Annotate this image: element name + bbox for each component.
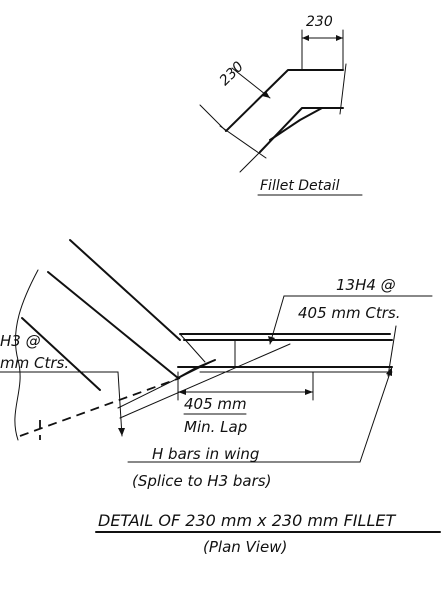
fillet-wall-inner (259, 107, 344, 153)
dim-left-line (231, 67, 271, 99)
fillet-detail-sketch: 230 230 Fillet Detail (199, 14, 363, 196)
wing-callout-line2: (Splice to H3 bars) (132, 472, 271, 490)
diagonal-wall-inner (21, 317, 101, 391)
callout-left-line1: H3 @ (0, 332, 41, 350)
dim-left-arrow (262, 91, 270, 98)
dim-left-label: 230 (217, 59, 247, 89)
corner-bar-diagonal (117, 359, 216, 409)
dim-top-arrow-left (302, 35, 309, 41)
fillet-break-line-left (219, 125, 267, 159)
lap-label-line1: 405 mm (184, 395, 247, 413)
callout-top-line2: 405 mm Ctrs. (298, 304, 401, 322)
lap-bar-diagonal (119, 343, 291, 419)
wing-callout-arrow (386, 367, 392, 376)
fillet-haunch (269, 107, 323, 141)
dim-left-ext-b (239, 151, 261, 173)
left-break-line (14, 269, 39, 441)
fillet-detail-caption: Fillet Detail (260, 178, 340, 194)
callout-left-arrow (118, 428, 125, 436)
main-fillet-detail: 13H4 @ 405 mm Ctrs. H3 @ mm Ctrs. 405 mm… (0, 239, 433, 490)
lap-label-line2: Min. Lap (184, 418, 247, 436)
lap-dim-arrow-right (305, 389, 313, 395)
fillet-break-line-right (339, 63, 347, 115)
wing-callout-leader (359, 366, 393, 463)
wall-joint-line (179, 333, 206, 363)
dim-top-arrow-right (336, 35, 343, 41)
right-break-line (387, 325, 397, 377)
drawing-title-block: DETAIL OF 230 mm x 230 mm FILLET (Plan V… (95, 511, 441, 556)
callout-top-line1: 13H4 @ (336, 276, 396, 294)
callout-top-arrow (268, 336, 275, 344)
wing-callout-line1: H bars in wing (152, 445, 259, 463)
fillet-wall-outer (225, 69, 344, 132)
lap-dim-arrow-left (178, 389, 186, 395)
diagonal-wall-mid (47, 271, 179, 379)
dim-left-ext-a (199, 104, 227, 132)
drawing-title: DETAIL OF 230 mm x 230 mm FILLET (98, 511, 396, 530)
dim-top-label: 230 (306, 14, 333, 30)
drawing-subtitle: (Plan View) (203, 538, 287, 556)
callout-left-leader (117, 371, 123, 437)
callout-top-leader (269, 295, 285, 345)
diagonal-wall-outer (69, 239, 181, 341)
dashed-bar-diagonal (19, 377, 181, 437)
callout-left-line2: mm Ctrs. (0, 354, 69, 372)
